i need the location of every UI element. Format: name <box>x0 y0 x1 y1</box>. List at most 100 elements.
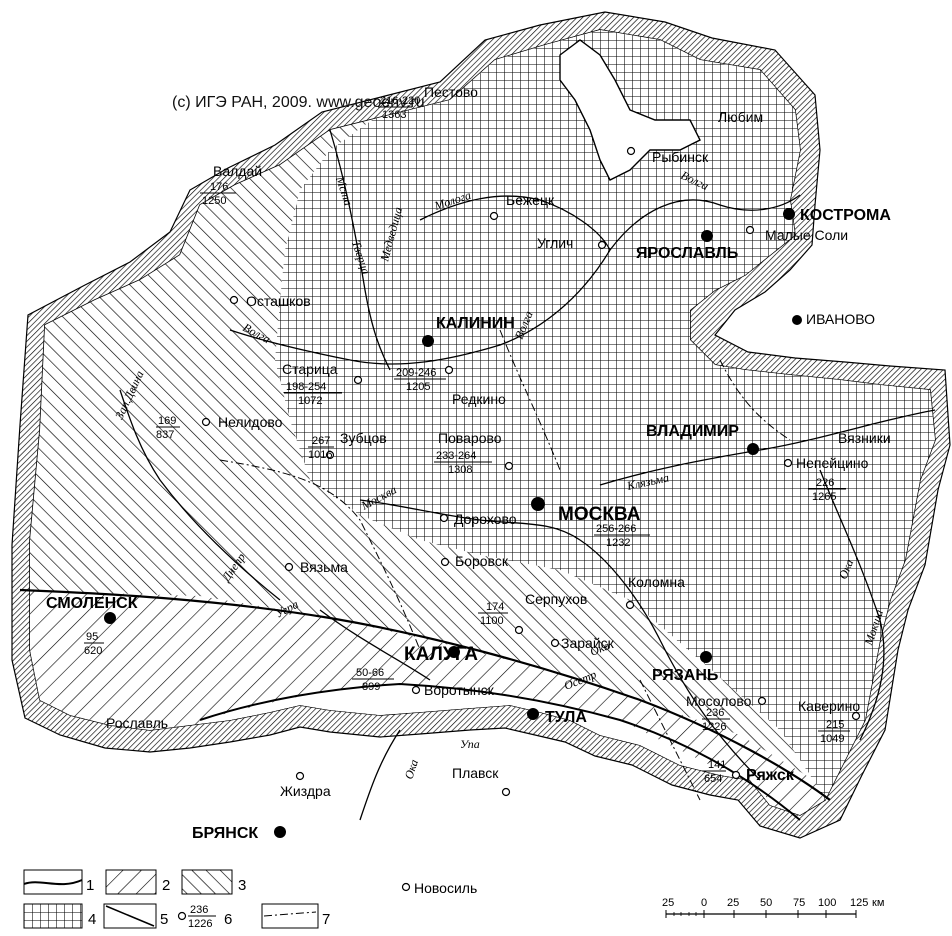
city-staritsa: Старица <box>282 361 338 377</box>
svg-text:198-254: 198-254 <box>286 381 326 393</box>
svg-text:1308: 1308 <box>448 464 472 476</box>
legend-item-3-swatch <box>181 869 233 895</box>
legend: 1 2 3 4 5 236 1226 6 7 <box>23 869 330 930</box>
city-dorokhovo: Дорохово <box>454 511 517 527</box>
svg-text:1072: 1072 <box>298 395 322 407</box>
legend-item-6-bottom: 1226 <box>188 918 212 930</box>
city-kaverino: Каверино <box>798 698 860 714</box>
scale-tick-5: 100 <box>818 897 836 909</box>
svg-text:236: 236 <box>706 707 724 719</box>
svg-text:1363: 1363 <box>382 109 406 121</box>
value-zubtsov: 267 1016 <box>308 435 334 461</box>
rybinsk-reservoir <box>559 39 701 181</box>
city-moskva: МОСКВА <box>558 504 641 525</box>
legend-item-5-number: 5 <box>160 911 168 928</box>
svg-text:620: 620 <box>84 645 102 657</box>
city-kaluga: КАЛУГА <box>404 644 478 665</box>
city-ostashkov: Осташков <box>246 293 311 309</box>
city-zaraysk: Зарайск <box>561 635 615 651</box>
city-vladimir: ВЛАДИМИР <box>646 423 739 440</box>
city-uglich: Углич <box>537 235 573 251</box>
boundary-line-1b <box>199 682 801 821</box>
city-kolomna: Коломна <box>628 574 685 590</box>
svg-text:216-220: 216-220 <box>380 95 420 107</box>
svg-text:226: 226 <box>816 477 834 489</box>
svg-text:169: 169 <box>158 415 176 427</box>
city-nelidovo: Нелидово <box>218 414 283 430</box>
value-serpukhov: 174 1100 <box>478 601 508 627</box>
svg-text:95: 95 <box>86 631 98 643</box>
svg-text:1232: 1232 <box>606 537 630 549</box>
svg-text:141: 141 <box>708 759 726 771</box>
city-kalinin: КАЛИНИН <box>436 315 515 332</box>
svg-text:654: 654 <box>704 773 722 785</box>
boundary-line-1 <box>19 588 831 801</box>
svg-text:1205: 1205 <box>406 381 430 393</box>
value-pestovo: 216-220 1363 <box>378 95 420 121</box>
legend-item-2-swatch <box>105 869 157 895</box>
svg-text:1049: 1049 <box>820 733 844 745</box>
city-malye-soli: Малые Соли <box>765 227 848 243</box>
river-oka-s: Ока <box>402 758 421 781</box>
legend-item-6-top: 236 <box>190 904 208 916</box>
city-plavsk: Плавск <box>452 765 499 781</box>
zone-grid <box>275 30 935 815</box>
svg-text:1100: 1100 <box>480 615 504 627</box>
city-vyazma: Вязьма <box>300 559 348 575</box>
scale-tick-0: 25 <box>662 897 674 909</box>
svg-text:1250: 1250 <box>202 195 226 207</box>
legend-item-6-number: 6 <box>224 911 232 928</box>
scale-unit: км <box>872 897 884 909</box>
scale-tick-6: 125 <box>850 897 868 909</box>
value-moskva: 256-266 1232 <box>594 523 650 549</box>
scale-tick-3: 50 <box>760 897 772 909</box>
city-zhizdra: Жиздра <box>280 783 331 799</box>
city-borovsk: Боровск <box>455 553 509 569</box>
city-mosolovo: Мосолово <box>686 693 752 709</box>
city-yaroslavl: ЯРОСЛАВЛЬ <box>636 245 738 262</box>
svg-text:176: 176 <box>210 181 228 193</box>
city-roslavl: Рославль <box>106 715 168 731</box>
city-vyazniki: Вязники <box>838 430 891 446</box>
svg-text:215: 215 <box>826 719 844 731</box>
major-city-dots <box>104 208 802 838</box>
svg-text:174: 174 <box>486 601 504 613</box>
svg-text:1226: 1226 <box>702 721 726 733</box>
value-staritsa: 198-254 1072 <box>284 381 342 407</box>
scale-bar: 25 0 25 50 75 100 125 км <box>662 897 884 918</box>
minor-city-dots <box>201 146 861 892</box>
watermark: (c) ИГЭ РАН, 2009. www.geoenv.ru <box>172 94 425 111</box>
city-redkino: Редкино <box>452 391 506 407</box>
svg-text:267: 267 <box>312 435 330 447</box>
river-oka-c: Ока <box>588 638 612 658</box>
city-novosil: Новосиль <box>414 880 477 896</box>
value-mosolovo: 236 1226 <box>702 707 730 733</box>
city-rybinsk: Рыбинск <box>652 149 709 165</box>
city-ivanovo: ИВАНОВО <box>806 311 875 327</box>
legend-item-3-number: 3 <box>238 877 246 894</box>
city-nepeytsino: Непейцино <box>796 455 869 471</box>
legend-item-6-point <box>177 911 187 921</box>
city-povarovo: Поварово <box>438 430 502 446</box>
admin-boundaries <box>219 329 791 801</box>
value-kaverino: 215 1049 <box>818 719 850 745</box>
city-ryazhsk: Ряжск <box>746 767 795 784</box>
city-smolensk: СМОЛЕНСК <box>46 595 138 612</box>
svg-text:256-266: 256-266 <box>596 523 636 535</box>
city-kostroma: КОСТРОМА <box>800 207 891 224</box>
svg-text:1016: 1016 <box>308 449 332 461</box>
legend-item-7-swatch <box>261 903 319 929</box>
city-pestovo: Пестово <box>424 84 478 100</box>
scale-tick-1: 0 <box>701 897 707 909</box>
river-upa: Упа <box>460 737 480 751</box>
city-vorotynsk: Воротынск <box>424 682 495 698</box>
svg-text:837: 837 <box>156 429 174 441</box>
city-ryazan: РЯЗАНЬ <box>652 667 718 684</box>
